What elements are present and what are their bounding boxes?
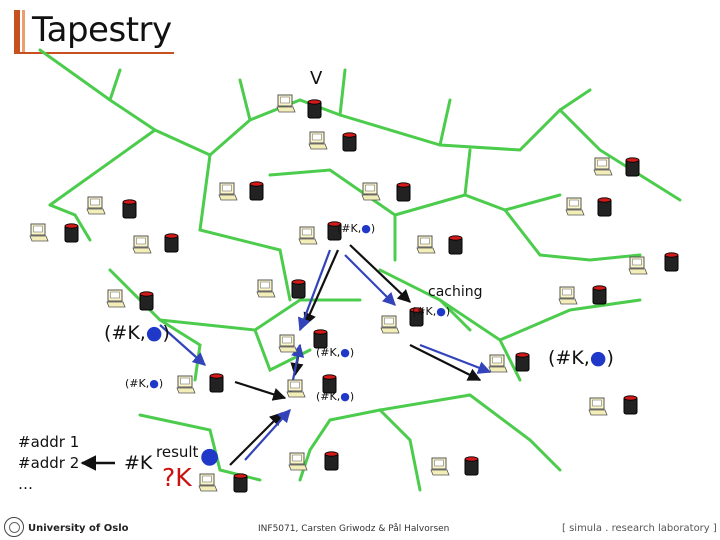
node <box>218 181 264 201</box>
node <box>416 235 463 255</box>
node <box>106 289 154 311</box>
node <box>176 373 224 394</box>
node <box>298 221 342 245</box>
pointer-label: (#K,●) <box>412 305 451 318</box>
university-name: University of Oslo <box>28 523 129 534</box>
node <box>430 456 479 476</box>
result-label: result <box>156 443 199 461</box>
node <box>588 395 638 416</box>
node <box>565 197 612 217</box>
university-seal-icon <box>4 517 24 537</box>
node <box>132 233 179 254</box>
caching-label: caching <box>428 284 483 300</box>
course-credit: INF5071, Carsten Griwodz & Pål Halvorsen <box>258 524 450 534</box>
node <box>29 223 79 243</box>
pointer-label: (#K,●) <box>316 390 355 403</box>
slide-title: Tapestry <box>32 10 172 50</box>
title-accent-bar-light <box>22 10 25 52</box>
query-key-label: #K <box>124 452 153 474</box>
pointer-label: (#K,●) <box>316 346 355 359</box>
node <box>256 279 306 299</box>
node-query <box>198 473 248 493</box>
node-v <box>276 94 322 119</box>
lab-logo: [ simula . research laboratory ] <box>562 523 717 534</box>
result-dot: ● <box>200 444 220 469</box>
node <box>86 196 137 219</box>
route-arrows <box>80 244 492 471</box>
node-v-label: V <box>310 68 323 89</box>
unknown-key-label: ?K <box>162 463 192 492</box>
address-item: #addr 2 <box>18 454 80 472</box>
node <box>558 285 607 305</box>
pointer-label-large: (#K,●) <box>548 347 614 369</box>
node <box>308 131 357 152</box>
title-underline <box>14 52 174 54</box>
pointer-label-large: (#K,●) <box>104 322 170 344</box>
node <box>361 182 411 202</box>
node <box>288 451 339 471</box>
pointer-label: (#K,●) <box>337 222 376 235</box>
pointer-label: (#K,●) <box>125 377 164 390</box>
address-item: #addr 1 <box>18 433 80 451</box>
title-accent-bar <box>14 10 20 52</box>
address-list: #addr 1 #addr 2 … <box>18 432 79 495</box>
address-item: … <box>18 475 33 493</box>
